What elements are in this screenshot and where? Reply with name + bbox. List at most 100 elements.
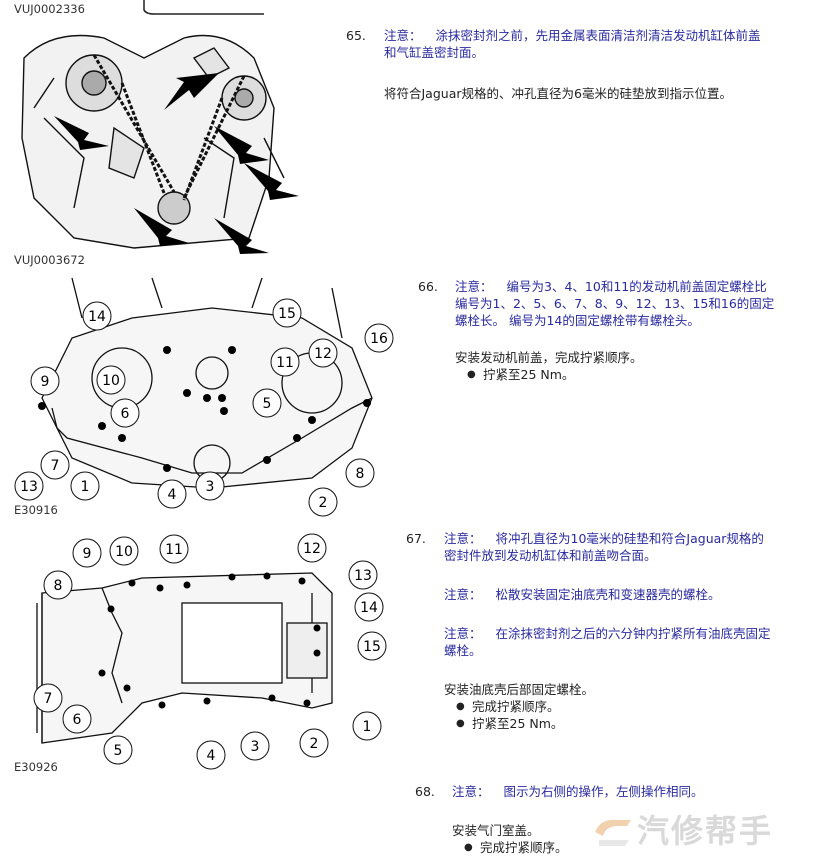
watermark-text: 汽修帮手 [637,812,774,850]
callout: 10 [109,536,139,566]
figure-label: E30916 [14,503,58,517]
callout: 9 [72,538,102,568]
engine-illustration-partial [143,0,264,15]
callout: 14 [82,301,112,331]
note: 注意： 涂抹密封剂之前，先用金属表面清洁剂清洁发动机缸体前盖 和气缸盖密封面。 [384,27,821,61]
figure-front-cover: 14 15 16 9 10 11 12 6 5 7 1 4 3 8 13 2 [12,277,394,517]
svg-text:6: 6 [121,406,130,422]
figure-label: E30926 [14,760,58,774]
watermark-logo [591,806,827,853]
callout: 10 [96,365,126,395]
callout: 2 [308,487,338,517]
svg-text:7: 7 [44,691,53,707]
callout: 6 [62,704,92,734]
arrow-icon [164,73,219,110]
bullet-item: 拧紧至25 Nm。 [444,715,824,732]
callout: 2 [299,728,329,758]
svg-text:13: 13 [354,568,372,584]
figure-label: VUJ0003672 [14,253,85,267]
svg-text:10: 10 [102,373,120,389]
svg-text:4: 4 [168,487,177,503]
callout: 15 [272,298,302,328]
svg-text:11: 11 [165,542,183,558]
note-text: 螺栓长。 编号为14的固定螺栓带有螺栓头。 [455,313,700,328]
arrow-icon [134,208,189,246]
svg-text:12: 12 [303,541,321,557]
bullet-item: 拧紧至25 Nm。 [455,366,823,383]
callout: 16 [364,323,394,353]
note-text: 编号为1、2、5、6、7、8、9、12、13、15和16的固定 [455,296,775,311]
front-cover-illustration: 14 15 16 9 10 11 12 6 5 7 1 4 3 8 13 2 [14,277,394,517]
step-number: 65. [346,28,366,43]
step-66: 66. 注意：编号为3、4、10和11的发动机前盖固定螺栓比 编号为1、2、5、… [418,278,823,383]
callout: 6 [110,398,140,428]
note-text: 松散安装固定油底壳和变速器壳的螺栓。 [495,587,721,602]
step-number: 67. [406,531,426,546]
svg-text:3: 3 [206,479,215,495]
callout: 4 [157,479,187,509]
arrow-icon [214,218,269,254]
step-instruction: 安装气门室盖。 [452,823,540,838]
callout: 3 [240,731,270,761]
svg-text:11: 11 [276,355,294,371]
callout: 12 [308,338,338,368]
note-text: 和气缸盖密封面。 [384,45,485,60]
arrow-icon [214,126,269,164]
svg-text:5: 5 [114,743,123,759]
svg-text:2: 2 [319,495,328,511]
engine-illustration [14,18,299,254]
svg-text:14: 14 [360,600,378,616]
bullet-item: 完成拧紧顺序。 [444,698,824,715]
callout: 9 [30,366,60,396]
svg-text:8: 8 [356,466,365,482]
note: 注意： 在涂抹密封剂之后的六分钟内拧紧所有油底壳固定 螺栓。 [444,625,824,659]
svg-text:4: 4 [207,748,216,764]
svg-text:15: 15 [278,306,296,322]
svg-text:2: 2 [310,736,319,752]
step-instruction: 将符合Jaguar规格的、冲孔直径为6毫米的硅垫放到指示位置。 [384,86,732,101]
svg-text:8: 8 [54,578,63,594]
svg-text:12: 12 [314,346,332,362]
figure-top-partial [14,0,264,18]
svg-text:9: 9 [41,374,50,390]
figure-label: VUJ0002336 [14,2,85,16]
note-tag: 注意： [455,279,493,294]
svg-text:9: 9 [83,546,92,562]
callout: 5 [103,735,133,765]
callout: 14 [354,592,384,622]
svg-text:7: 7 [51,458,60,474]
step-68: 68. 注意：图示为右侧的操作，左侧操作相同。 安装气门室盖。 完成拧紧顺序。 [415,783,825,856]
note-tag: 注意： [384,28,422,43]
step-instruction: 安装油底壳后部固定螺栓。 [444,682,595,697]
svg-text:5: 5 [263,396,272,412]
arrow-icon [54,116,109,150]
arrow-icon [244,163,299,200]
figure-oil-pan: 9 10 11 12 8 13 14 15 7 6 5 4 3 2 1 [12,533,392,770]
bullet-item: 完成拧紧顺序。 [452,839,825,856]
note-text: 螺栓。 [444,643,482,658]
callout: 7 [33,683,63,713]
callout: 1 [70,471,100,501]
step-number: 66. [418,279,438,294]
note-tag: 注意： [444,626,482,641]
callout: 3 [195,471,225,501]
oil-pan-illustration: 9 10 11 12 8 13 14 15 7 6 5 4 3 2 1 [33,533,387,770]
note-text: 涂抹密封剂之前，先用金属表面清洁剂清洁发动机缸体前盖 [435,28,761,43]
callout: 15 [357,631,387,661]
callout: 7 [40,450,70,480]
note-tag: 注意： [452,784,490,799]
callout: 4 [196,740,226,770]
step-instruction: 安装发动机前盖，完成拧紧顺序。 [455,350,643,365]
callout: 11 [270,347,300,377]
figure-timing-chain [14,18,299,254]
note-tag: 注意： [444,587,482,602]
svg-text:10: 10 [115,544,133,560]
note: 注意： 松散安装固定油底壳和变速器壳的螺栓。 [444,586,824,603]
step-number: 68. [415,784,435,799]
note-text: 密封件放到发动机缸体和前盖吻合面。 [444,548,657,563]
callout: 11 [159,534,189,564]
svg-text:16: 16 [370,331,388,347]
svg-text:3: 3 [251,739,260,755]
note-text: 在涂抹密封剂之后的六分钟内拧紧所有油底壳固定 [495,626,771,641]
step-65: 65. 注意： 涂抹密封剂之前，先用金属表面清洁剂清洁发动机缸体前盖 和气缸盖密封… [346,27,821,102]
